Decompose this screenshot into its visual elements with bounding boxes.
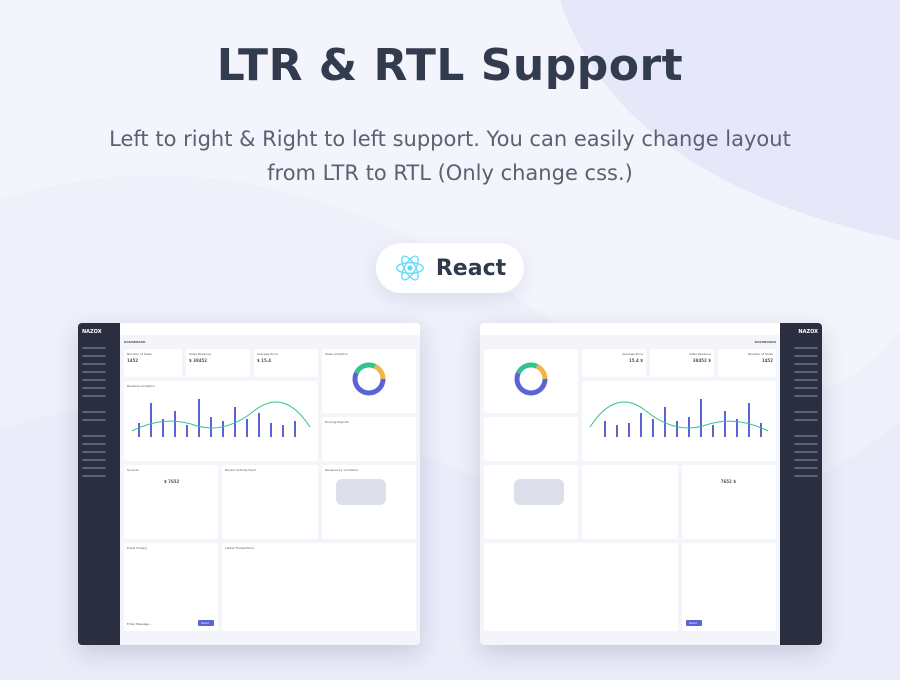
sales-analytics-card bbox=[484, 349, 578, 413]
earning-reports-card: Earning Reports bbox=[322, 417, 416, 461]
sales-analytics-card: Sales Analytics bbox=[322, 349, 416, 413]
sidebar-item[interactable] bbox=[794, 459, 818, 461]
sidebar-item[interactable] bbox=[82, 355, 106, 357]
sidebar-logo: NAZOX bbox=[798, 329, 818, 335]
send-button[interactable]: Send bbox=[686, 620, 702, 626]
subtitle-line-1: Left to right & Right to left support. Y… bbox=[109, 127, 791, 151]
sidebar: NAZOX bbox=[780, 323, 822, 645]
sidebar-item[interactable] bbox=[794, 379, 818, 381]
subtitle: Left to right & Right to left support. Y… bbox=[100, 122, 800, 190]
sidebar-item[interactable] bbox=[82, 395, 106, 397]
stat-card: Sales Revenue 38452 $ bbox=[650, 349, 714, 377]
sidebar-item[interactable] bbox=[82, 387, 106, 389]
sidebar-item[interactable] bbox=[82, 443, 106, 445]
revenue-chart bbox=[589, 399, 769, 437]
ltr-dashboard-preview: NAZOX DASHBOARD Number of Sales 1452 Sal… bbox=[78, 323, 420, 645]
revenue-analytics-card bbox=[582, 381, 776, 461]
sidebar-item[interactable] bbox=[794, 475, 818, 477]
earning-reports-card bbox=[484, 417, 578, 461]
sidebar-item[interactable] bbox=[82, 371, 106, 373]
headline: LTR & RTL Support bbox=[216, 40, 684, 91]
sidebar: NAZOX bbox=[78, 323, 120, 645]
badge-label: React bbox=[435, 255, 507, 281]
locations-card: Revenue by Locations bbox=[322, 465, 416, 539]
react-icon bbox=[395, 255, 424, 281]
sidebar-item[interactable] bbox=[82, 467, 106, 469]
sidebar-item[interactable] bbox=[794, 443, 818, 445]
sources-card: Sources $ 7652 bbox=[124, 465, 218, 539]
sidebar-item[interactable] bbox=[82, 475, 106, 477]
sidebar-item[interactable] bbox=[82, 379, 106, 381]
sidebar-item[interactable] bbox=[794, 467, 818, 469]
stat-card: Number of Sales 1452 bbox=[718, 349, 776, 377]
page-title: DASHBOARD bbox=[754, 340, 776, 344]
sources-card: 7652 $ bbox=[682, 465, 776, 539]
revenue-analytics-card: Revenue Analytics bbox=[124, 381, 318, 461]
sidebar-item[interactable] bbox=[794, 411, 818, 413]
sidebar-item[interactable] bbox=[82, 419, 106, 421]
sidebar-item[interactable] bbox=[794, 347, 818, 349]
transactions-card bbox=[484, 543, 678, 631]
sidebar-item[interactable] bbox=[794, 435, 818, 437]
activity-feed-card: Recent Activity Feed bbox=[222, 465, 318, 539]
sidebar-item[interactable] bbox=[794, 387, 818, 389]
revenue-chart bbox=[131, 399, 311, 437]
usa-map bbox=[336, 479, 386, 505]
sidebar-item[interactable] bbox=[794, 395, 818, 397]
page-title: DASHBOARD bbox=[124, 340, 146, 344]
react-badge: React bbox=[376, 243, 524, 293]
activity-feed-card bbox=[582, 465, 678, 539]
stat-card: Average Price $ 15.4 bbox=[254, 349, 318, 377]
usa-map bbox=[514, 479, 564, 505]
rtl-dashboard-preview: NAZOX DASHBOARD Number of Sales 1452 Sal… bbox=[480, 323, 822, 645]
chat-card: Frank Vickery Enter Message... Send bbox=[124, 543, 218, 631]
sidebar-item[interactable] bbox=[794, 363, 818, 365]
sidebar-item[interactable] bbox=[82, 451, 106, 453]
sidebar-item[interactable] bbox=[82, 411, 106, 413]
sidebar-item[interactable] bbox=[82, 347, 106, 349]
stat-card: Sales Revenue $ 38452 bbox=[186, 349, 250, 377]
sidebar-item[interactable] bbox=[794, 451, 818, 453]
stat-card: Number of Sales 1452 bbox=[124, 349, 182, 377]
sidebar-logo: NAZOX bbox=[82, 329, 102, 335]
sidebar-item[interactable] bbox=[794, 355, 818, 357]
sales-donut bbox=[352, 362, 386, 396]
transactions-card: Latest Transactions bbox=[222, 543, 416, 631]
sidebar-item[interactable] bbox=[82, 435, 106, 437]
sidebar-item[interactable] bbox=[794, 419, 818, 421]
topbar bbox=[480, 323, 780, 335]
stat-card: Average Price 15.4 $ bbox=[582, 349, 646, 377]
locations-card bbox=[484, 465, 578, 539]
subtitle-line-2: from LTR to RTL (Only change css.) bbox=[267, 161, 633, 185]
sidebar-item[interactable] bbox=[82, 363, 106, 365]
sidebar-item[interactable] bbox=[794, 371, 818, 373]
send-button[interactable]: Send bbox=[198, 620, 214, 626]
topbar bbox=[120, 323, 420, 335]
sidebar-item[interactable] bbox=[82, 459, 106, 461]
chat-card: Send bbox=[682, 543, 776, 631]
sales-donut bbox=[514, 362, 548, 396]
